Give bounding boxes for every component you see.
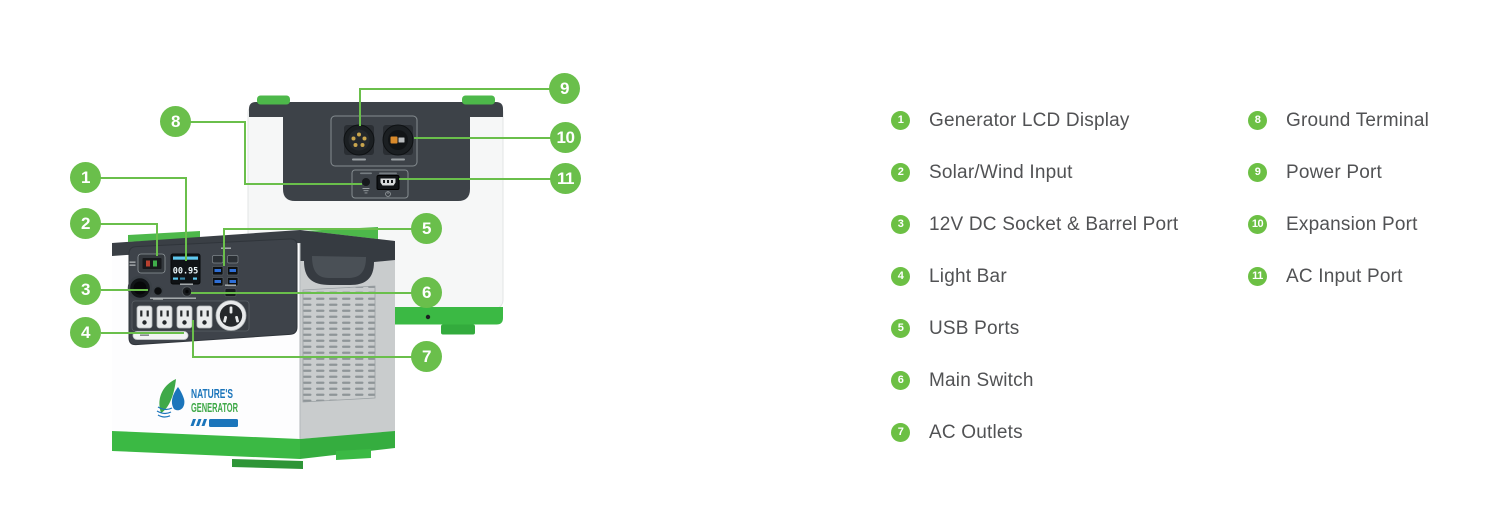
legend-item-ac-outlets: 7 AC Outlets bbox=[891, 416, 1178, 449]
legend-item-light-bar: 4 Light Bar bbox=[891, 260, 1178, 293]
ac-outlet-1 bbox=[136, 305, 153, 329]
side-foot bbox=[336, 449, 371, 460]
front-foot bbox=[232, 459, 303, 469]
callout-1: 1 bbox=[70, 162, 101, 193]
callout-10: 10 bbox=[550, 122, 581, 153]
legend-item-usb-ports: 5 USB Ports bbox=[891, 312, 1178, 345]
legend-item-dc-socket: 3 12V DC Socket & Barrel Port bbox=[891, 208, 1178, 241]
brand-name-bottom: GENERATOR bbox=[191, 401, 238, 415]
legend-number-badge: 11 bbox=[1248, 267, 1267, 286]
callout-11: 11 bbox=[550, 163, 581, 194]
side-vent-grille bbox=[302, 285, 376, 403]
legend-number-badge: 6 bbox=[891, 371, 910, 390]
legend-label: Generator LCD Display bbox=[929, 109, 1130, 131]
dc-socket bbox=[127, 275, 153, 301]
legend-item-expansion-port: 10 Expansion Port bbox=[1248, 208, 1429, 241]
legend-number-badge: 2 bbox=[891, 163, 910, 182]
logo-waves-icon bbox=[156, 406, 173, 418]
logo-drop-icon bbox=[171, 387, 185, 411]
legend-number-badge: 4 bbox=[891, 267, 910, 286]
legend-number-badge: 1 bbox=[891, 111, 910, 130]
leader-line-9 bbox=[359, 88, 550, 126]
usb-ports bbox=[212, 247, 239, 287]
callout-2: 2 bbox=[70, 208, 101, 239]
legend-item-ground-terminal: 8 Ground Terminal bbox=[1248, 104, 1429, 137]
legend-label: Ground Terminal bbox=[1286, 109, 1430, 131]
ac-outlet-4 bbox=[196, 305, 213, 329]
generator-illustration: 00.95 bbox=[100, 88, 551, 469]
legend-item-ac-input-port: 11 AC Input Port bbox=[1248, 260, 1429, 293]
ac-outlets bbox=[131, 297, 250, 332]
front-unit-three-quarter-view: 00.95 bbox=[112, 227, 395, 469]
legend-item-power-port: 9 Power Port bbox=[1248, 156, 1429, 189]
legend-label: Light Bar bbox=[929, 265, 1007, 287]
model-badge bbox=[209, 419, 238, 427]
legend-label: Main Switch bbox=[929, 369, 1034, 391]
solar-wind-input bbox=[129, 253, 166, 274]
front-base-green bbox=[112, 431, 300, 459]
legend-label: Power Port bbox=[1286, 161, 1382, 183]
back-stripe-dot bbox=[425, 314, 431, 320]
legend-number-badge: 9 bbox=[1248, 163, 1267, 182]
legend-label: Expansion Port bbox=[1286, 213, 1418, 235]
legend-column-2: 8 Ground Terminal 9 Power Port 10 Expans… bbox=[1248, 104, 1429, 312]
legend-label: AC Outlets bbox=[929, 421, 1023, 443]
ground-terminal bbox=[360, 172, 372, 194]
rv-outlet bbox=[215, 300, 247, 331]
callout-6: 6 bbox=[411, 277, 442, 308]
leader-line-8 bbox=[190, 121, 362, 185]
back-top-foot-left bbox=[257, 95, 290, 105]
callout-3: 3 bbox=[70, 274, 101, 305]
legend-column-1: 1 Generator LCD Display 2 Solar/Wind Inp… bbox=[891, 104, 1178, 468]
ac-outlet-3 bbox=[176, 305, 193, 329]
brand-name-top: NATURE'S bbox=[191, 386, 233, 401]
legend-number-badge: 3 bbox=[891, 215, 910, 234]
ac-input-port bbox=[376, 172, 400, 197]
callout-4: 4 bbox=[70, 317, 101, 348]
top-green-edge bbox=[128, 231, 200, 242]
legend-item-lcd-display: 1 Generator LCD Display bbox=[891, 104, 1178, 137]
leader-line-5 bbox=[223, 228, 412, 266]
legend-label: Solar/Wind Input bbox=[929, 161, 1073, 183]
ac-outlet-2 bbox=[156, 305, 173, 329]
legend-number-badge: 8 bbox=[1248, 111, 1267, 130]
legend-number-badge: 10 bbox=[1248, 215, 1267, 234]
leader-line-2 bbox=[100, 223, 158, 256]
barrel-port bbox=[152, 285, 164, 300]
expansion-port bbox=[382, 124, 414, 161]
legend-number-badge: 5 bbox=[891, 319, 910, 338]
legend-label: AC Input Port bbox=[1286, 265, 1403, 287]
callout-9: 9 bbox=[549, 73, 580, 104]
callout-8: 8 bbox=[160, 106, 191, 137]
brand-logo: NATURE'S GENERATOR bbox=[156, 379, 238, 427]
legend-item-solar-wind-input: 2 Solar/Wind Input bbox=[891, 156, 1178, 189]
power-port bbox=[343, 124, 375, 161]
legend-label: 12V DC Socket & Barrel Port bbox=[929, 213, 1179, 235]
legend-number-badge: 7 bbox=[891, 423, 910, 442]
main-switch bbox=[180, 283, 193, 297]
callout-7: 7 bbox=[411, 341, 442, 372]
legend-item-main-switch: 6 Main Switch bbox=[891, 364, 1178, 397]
leader-line-7 bbox=[192, 320, 412, 358]
logo-slashes bbox=[190, 419, 207, 426]
leader-lines bbox=[100, 88, 551, 358]
logo-leaf-icon bbox=[159, 379, 176, 413]
side-base-green bbox=[300, 431, 395, 459]
callout-5: 5 bbox=[411, 213, 442, 244]
leader-line-1 bbox=[100, 177, 187, 261]
lcd-value: 00.95 bbox=[173, 267, 199, 277]
handle-recess bbox=[312, 256, 366, 278]
back-top-foot-right bbox=[462, 95, 495, 105]
port-box-outline bbox=[330, 115, 418, 167]
back-foot-tab bbox=[441, 324, 475, 335]
legend-label: USB Ports bbox=[929, 317, 1020, 339]
